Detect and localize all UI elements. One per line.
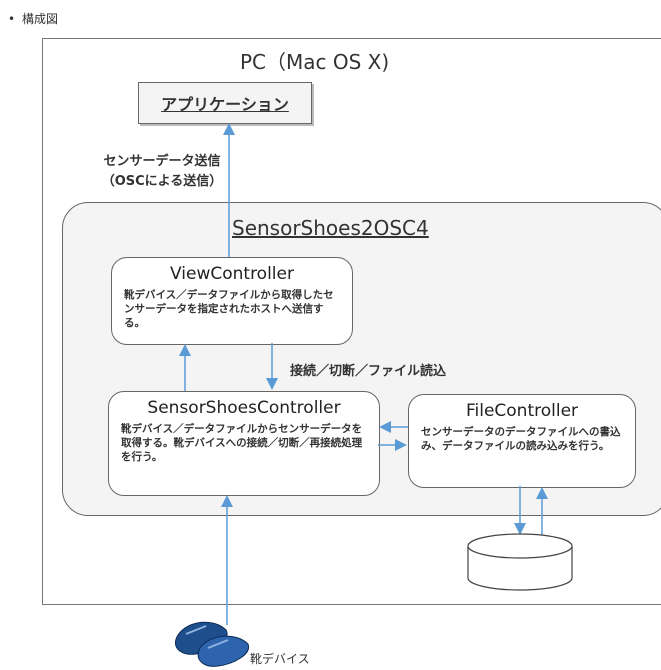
file-controller-title: FileController	[465, 401, 579, 421]
send-label: センサーデータ送信 （OSCによる送信）	[82, 152, 242, 192]
view-controller-description: 靴デバイス／データファイルから取得したセンサーデータを指定されたホストへ送信する…	[124, 289, 334, 329]
section-heading: • 構成図	[8, 10, 58, 27]
shoe-device-icon	[174, 621, 250, 667]
send-label-line2: （OSCによる送信）	[101, 174, 223, 189]
device-label: 靴デバイス	[250, 652, 310, 666]
view-controller-title: ViewController	[170, 264, 294, 284]
file-controller-box: FileController センサーデータのデータファイルへの書込み、データフ…	[408, 394, 636, 488]
pc-title: PC（Mac OS X)	[240, 50, 390, 74]
file-controller-description: センサーデータのデータファイルへの書込み、データファイルの読み込みを行う。	[421, 426, 621, 452]
sensor-shoes-controller-description: 靴デバイス／データファイルからセンサーデータを取得する。靴デバイスへの接続／切断…	[121, 423, 363, 463]
heading-text: 構成図	[22, 12, 59, 26]
storage-cylinder-icon	[467, 533, 573, 591]
sensor-shoes-controller-box: SensorShoesController 靴デバイス／データファイルからセンサ…	[108, 391, 380, 496]
send-label-line1: センサーデータ送信	[103, 154, 221, 169]
application-label: アプリケーション	[161, 95, 289, 114]
connection-label: 接続／切断／ファイル読込	[290, 364, 447, 379]
sensor-app-title: SensorShoes2OSC4	[232, 216, 429, 240]
view-controller-box: ViewController 靴デバイス／データファイルから取得したセンサーデー…	[111, 257, 353, 345]
sensor-shoes-controller-title: SensorShoesController	[147, 398, 341, 418]
bullet-icon: •	[8, 12, 16, 26]
